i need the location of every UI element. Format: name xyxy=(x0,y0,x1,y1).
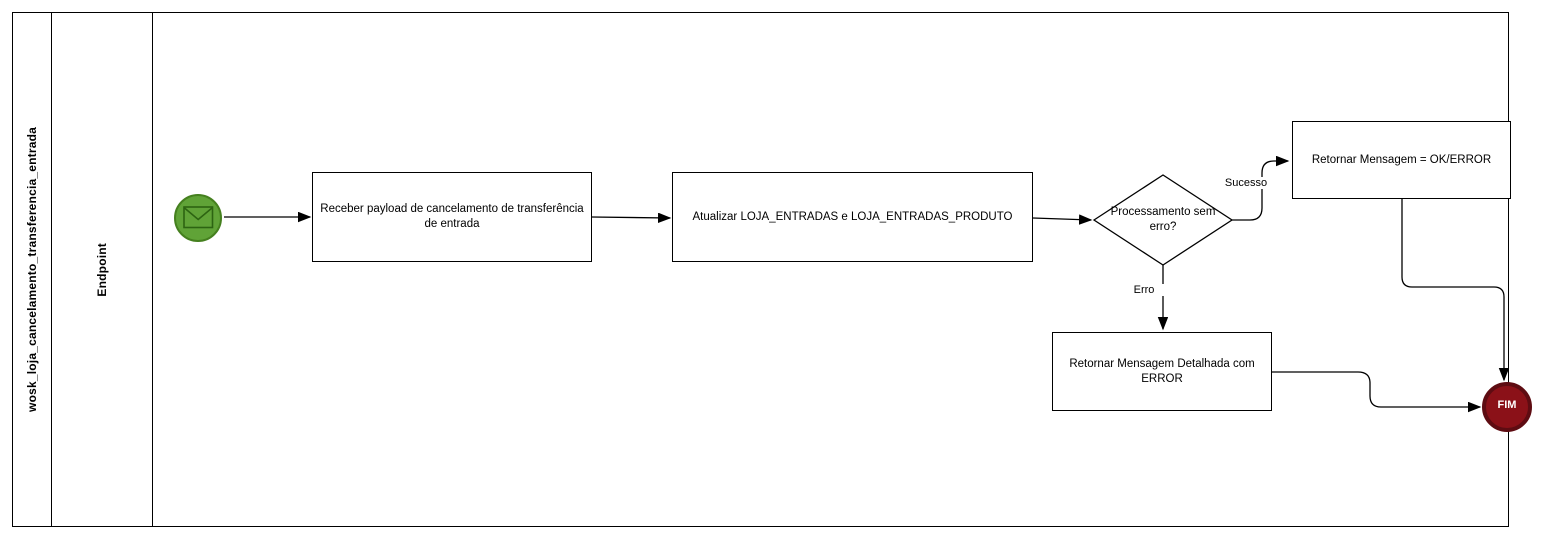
end-event-label: FIM xyxy=(1497,399,1517,411)
task-retornar-mensagem-ok: Retornar Mensagem = OK/ERROR xyxy=(1292,121,1511,199)
task-retornar-erro-label: Retornar Mensagem Detalhada com ERROR xyxy=(1069,357,1255,385)
gateway-diamond xyxy=(1092,174,1234,266)
flow-gateway-success xyxy=(1232,161,1288,221)
end-event xyxy=(1482,382,1532,432)
flow-retornar-erro-to-end xyxy=(1272,371,1480,407)
edge-label-erro: Erro xyxy=(1122,284,1166,296)
lane-header: Endpoint xyxy=(51,12,153,527)
task-retornar-ok-label: Retornar Mensagem = OK/ERROR xyxy=(1311,153,1492,166)
edge-label-sucesso: Sucesso xyxy=(1218,177,1274,189)
task-atualizar-tabelas: Atualizar LOJA_ENTRADAS e LOJA_ENTRADAS_… xyxy=(672,172,1033,262)
gateway-label: Processamento sem erro? xyxy=(1110,206,1216,233)
flow-atualizar-to-gateway xyxy=(1032,218,1091,220)
task-retornar-mensagem-erro: Retornar Mensagem Detalhada com ERROR xyxy=(1052,332,1272,411)
flow-retornar-ok-to-end xyxy=(1401,199,1504,380)
flow-receber-to-atualizar xyxy=(591,217,670,218)
message-icon xyxy=(183,206,214,229)
message-icon-flap xyxy=(183,207,213,221)
start-event xyxy=(174,194,222,242)
task-atualizar-label: Atualizar LOJA_ENTRADAS e LOJA_ENTRADAS_… xyxy=(692,210,1013,223)
task-receber-payload: Receber payload de cancelamento de trans… xyxy=(312,172,592,262)
task-receber-label: Receber payload de cancelamento de trans… xyxy=(320,203,584,230)
